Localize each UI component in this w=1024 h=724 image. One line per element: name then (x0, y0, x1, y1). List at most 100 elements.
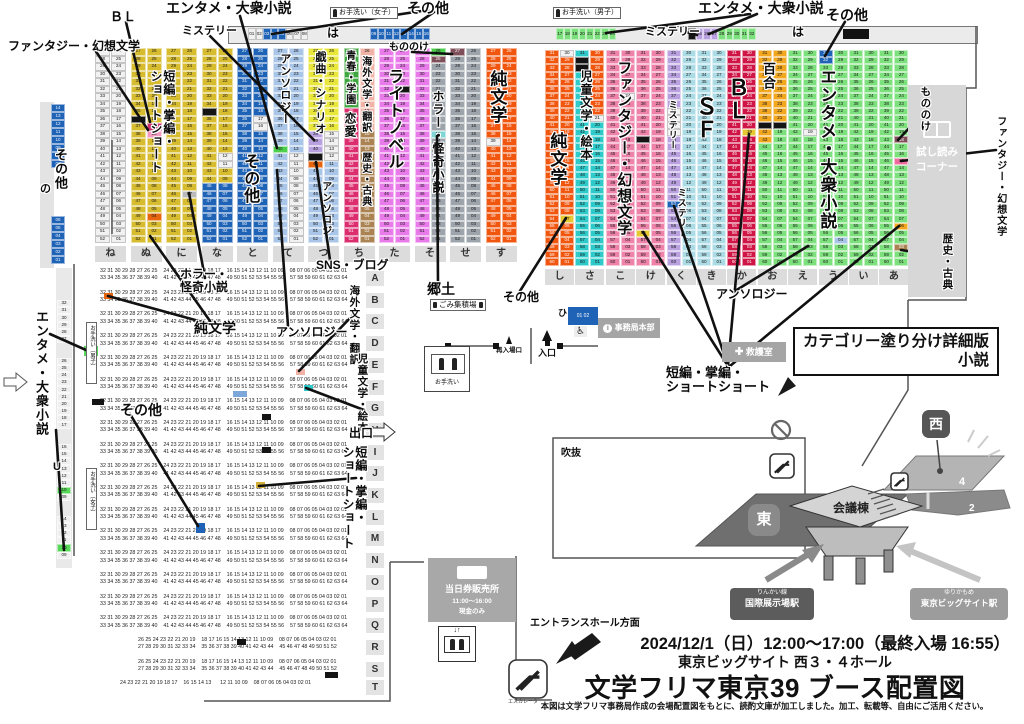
booth-cell: 45 (636, 150, 651, 158)
grid-row-letter-E: E (366, 357, 384, 373)
booth-cell: 16 (894, 150, 909, 158)
booth-cell: 35 (166, 108, 181, 116)
annotation-label: ミステリー (645, 26, 700, 38)
grid-row-letter-N: N (366, 553, 384, 569)
booth-cell: 38 (697, 100, 711, 108)
toilet-room-text: お手洗い (434, 380, 459, 386)
booth-cell: 32 (748, 28, 756, 40)
booth-cell: 52 (849, 200, 863, 209)
booth-cell: 18 (466, 108, 481, 116)
booth-cell: 19 (560, 129, 574, 137)
booth-cell: 38 (414, 130, 430, 138)
booth-cell: 18 (501, 108, 517, 116)
category-label: エンタメ・大衆小説 (817, 68, 837, 230)
booth-cell: 28 (414, 55, 430, 63)
booth-cell: 39 (879, 107, 894, 115)
booth-cell: 43 (450, 168, 465, 176)
booth-cell: 20 (182, 93, 197, 101)
booth-cell: 35 (485, 108, 501, 116)
booth-cell: 03 (111, 220, 126, 228)
booth-cell: 52 (757, 200, 772, 209)
grid-row-line: 33 34 35 36 37 38 39 40 41 42 43 44 45 4… (100, 449, 348, 455)
booth-cell: 27 (343, 48, 359, 56)
booth-cell: 44 (450, 175, 465, 183)
booth-cell: 23 (253, 70, 268, 78)
booth-cell: 23 (601, 28, 609, 40)
kana-label-そ: そ (414, 246, 446, 262)
booth-cell: 13 (681, 172, 696, 180)
booth-cell: 14 (182, 138, 197, 146)
booth-cell: 31 (666, 50, 681, 58)
booth-cell: 23 (590, 100, 605, 108)
booth-cell: 45 (788, 150, 803, 158)
booth-cell: 30 (95, 70, 110, 78)
booth-cell: 09 (57, 551, 71, 559)
wheelchair-icon: ♿ (574, 326, 587, 337)
booth-cell: 59 (849, 251, 863, 259)
booth-cell: 19 (324, 100, 339, 108)
office-text: 事務局本部 (614, 323, 655, 332)
booth-cell: 45 (379, 183, 394, 191)
toilet-men-side-label: お手洗い（男子） (86, 322, 97, 384)
grid-row-line: 32 31 30 29 28 27 26 25 24 23 22 21 20 1… (100, 463, 348, 470)
booth-cell: 35 (95, 108, 110, 116)
booth-cell: 26 (395, 48, 410, 56)
booth-cell: 36 (849, 85, 863, 94)
booth-cell: 51 (201, 228, 217, 236)
booth-cell: 17 (217, 115, 233, 123)
booth-cell: 10 (894, 193, 909, 201)
annotation-label: その他 (826, 7, 868, 23)
booth-cell: 39 (95, 138, 110, 146)
detail-box-arrow-icon (778, 377, 796, 396)
booth-cell: 19 (894, 129, 909, 137)
booth-cell: 28 (894, 64, 909, 72)
booth-cell: 52 (636, 200, 651, 209)
booth-cell: 17 (833, 143, 848, 151)
booth-cell: 29 (725, 28, 733, 40)
booth-cell: 29 (485, 63, 501, 71)
annotation-label: その他 (53, 148, 69, 190)
booth-cell: 59 (636, 251, 651, 259)
booth-cell: 12 (833, 179, 848, 187)
wheelchair-glyph: ♿ (576, 326, 585, 337)
booth-cell: 22 (864, 107, 878, 115)
booth-cell: 35 (636, 78, 651, 86)
booth-cell: 10 (57, 544, 71, 552)
booth-cell: 48 (343, 205, 359, 213)
booth-cell: 36 (414, 115, 430, 123)
booth-cell: 13 (712, 172, 726, 180)
booth-cell: 02 (217, 228, 233, 236)
booth-cell: 35 (575, 78, 590, 86)
booth-cell: 01 (146, 235, 162, 243)
sample-reading-corner: 試し読み コーナー (908, 85, 966, 297)
booth-cell: 46 (95, 190, 110, 198)
booth-cell: 47 (95, 198, 110, 206)
booth-cell: 17 (501, 115, 517, 123)
booth-cell: 26 (772, 78, 787, 86)
booth-cell: 35 (545, 78, 559, 86)
entrance-arrow-icon (542, 330, 552, 341)
booth-cell: 19 (111, 100, 126, 108)
booth-cell: 09 (560, 200, 574, 209)
booth-cell: 14 (681, 165, 696, 173)
booth-cell: 50 (201, 220, 217, 228)
booth-cell: 03 (51, 240, 65, 248)
booth-cell: 16 (803, 150, 818, 158)
booth-cell: 26 (712, 78, 726, 86)
booth-cell: 07 (501, 190, 517, 198)
booth-cell: 01 (51, 256, 65, 264)
booth-cell: 21 (742, 114, 757, 122)
booth-cell: 59 (666, 251, 681, 259)
booth-cell: 51 (697, 193, 711, 201)
booth-cell: 52 (545, 200, 559, 209)
booth-cell: 15 (324, 130, 339, 138)
booth-cell: 21 (590, 114, 605, 122)
booth-cell: 39 (697, 107, 711, 115)
booth-cell: 24 (620, 93, 635, 101)
category-label: 海外文学・翻訳 (359, 56, 371, 133)
category-label: 戯曲・シナリオ (313, 51, 326, 135)
